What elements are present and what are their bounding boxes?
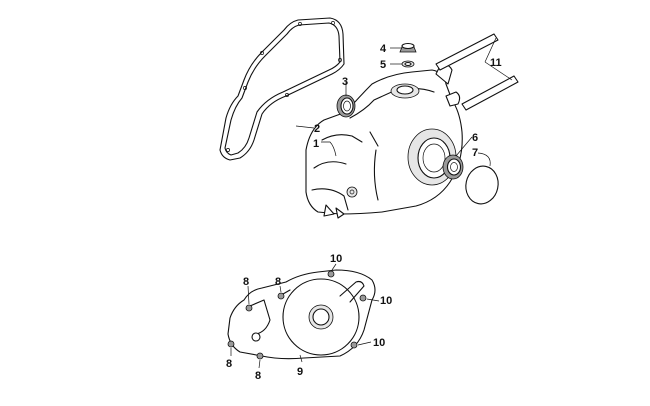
callout-11: 11: [490, 57, 502, 69]
clutch-cover: [305, 64, 463, 219]
callout-4: 4: [380, 43, 387, 55]
cover-gasket: [219, 17, 345, 161]
callouts: 1 2 3 4 5 6 7 11 8 8 8 8 9 10 10 10: [226, 43, 502, 382]
bearing: [442, 154, 464, 180]
cover-cap: [465, 165, 499, 205]
callout-2: 2: [314, 123, 320, 135]
callout-8-top-left: 8: [243, 276, 249, 288]
callout-10-top: 10: [330, 253, 342, 265]
filler-plug: [399, 42, 417, 53]
callout-1: 1: [313, 138, 319, 150]
callout-9: 9: [297, 366, 303, 378]
callout-6: 6: [472, 132, 478, 144]
cover-assembly: [227, 269, 376, 360]
callout-8-bottom: 8: [255, 370, 261, 382]
leader-lines: [230, 37, 513, 369]
callout-10-bottom-right: 10: [373, 337, 385, 349]
callout-3: 3: [342, 76, 348, 88]
callout-8-bottom-left: 8: [226, 358, 232, 370]
callout-8-top: 8: [275, 276, 281, 288]
callout-10-right: 10: [380, 295, 392, 307]
sealing-washer: [401, 60, 415, 68]
callout-5: 5: [380, 59, 386, 71]
oil-seal: [336, 94, 356, 118]
decal-strips: [435, 33, 519, 111]
callout-7: 7: [472, 147, 478, 159]
